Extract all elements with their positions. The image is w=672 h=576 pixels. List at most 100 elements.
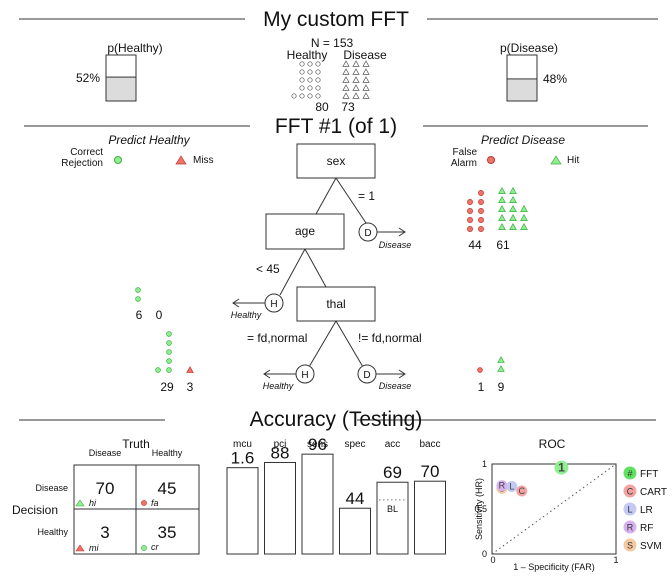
age-miss-count: 0 [156,308,163,322]
node-sex-icon-array [467,186,528,232]
hit-icon [509,195,517,203]
correct-rejection-icon [166,367,172,373]
bar-acc [376,481,409,555]
exit-text-age: Healthy [231,310,262,320]
row-label-healthy: Healthy [37,527,68,537]
hit-icon [520,222,528,230]
healthy-person-icon [299,85,305,91]
bar-sens [301,453,334,555]
roc-xlabel: 1 – Specificity (FAR) [513,562,595,572]
legend-label-lr: LR [640,505,653,516]
disease-person-icon [362,84,370,91]
roc-point-fft [554,460,569,475]
cm-cr-tag: cr [151,542,160,552]
false-alarm-icon [141,500,147,506]
disease-person-icon [362,60,370,67]
healthy-person-icon [291,93,297,99]
bar-value-pci: 88 [271,443,290,462]
healthy-label: Healthy [287,48,328,62]
accuracy-title-bg [166,408,356,432]
roc-xtick-1: 1 [613,555,618,565]
disease-person-icon [342,68,350,75]
healthy-person-icon [307,69,313,75]
p-disease-bar-fill [506,78,538,102]
disease-person-icon [362,68,370,75]
false-alarm-icon [477,367,483,373]
correct-rejection-icon [135,296,141,302]
exit-text-thal-left: Healthy [263,381,294,391]
roc-title: ROC [539,437,566,451]
roc-point-lr [506,481,518,492]
disease-person-icon [352,84,360,91]
disease-person-icon [342,60,350,67]
roc-point-glyph-fft: 1 [558,461,565,475]
healthy-person-icon [307,93,313,99]
legend-hit: Hit [567,155,579,166]
hit-icon [509,222,517,230]
healthy-count: 80 [315,100,329,114]
node-thal [296,286,376,322]
cm-fa-value: 45 [158,479,177,498]
cm-mi-tag: mi [89,543,99,553]
bar-value-acc: 69 [383,463,402,482]
hit-icon [498,204,506,212]
legend-false-alarm-2: Alarm [451,158,477,169]
bar-label-spec: spec [344,439,365,450]
arrow-left-icon [263,369,271,379]
legend-correct-rejection-2: Rejection [61,158,103,169]
legend-glyph-cart: C [627,487,634,497]
age-cr-count: 6 [136,308,143,322]
bar-value-bacc: 70 [421,462,440,481]
miss-icon [75,544,85,552]
hit-icon [520,213,528,221]
baseline-label: BL [387,504,398,514]
sex-exit-label: = 1 [358,189,375,203]
hit-icon [498,195,506,203]
legend-glyph-fft: # [627,469,632,479]
bar-value-mcu: 1.6 [231,449,255,468]
disease-person-icon [342,84,350,91]
healthy-person-icon [299,77,305,83]
branch-sex-right [335,177,367,224]
healthy-person-icon [315,77,321,83]
p-healthy-label: p(Healthy) [107,41,162,55]
population-icon-array [291,60,370,99]
healthy-person-icon [315,93,321,99]
bar-value-sens: 96 [308,435,327,454]
hit-icon [497,356,505,363]
thal-exit-label-right: != fd,normal [358,331,422,345]
cm-cr-value: 35 [158,523,177,542]
legend-glyph-rf: R [627,523,634,533]
thal-hit-count: 9 [498,380,505,394]
disease-person-icon [352,92,360,99]
branch-age-left [279,248,306,296]
node-age [265,213,345,250]
healthy-person-icon [307,61,313,67]
disease-person-icon [342,76,350,83]
roc-point-rf [496,480,508,492]
roc-diagonal [491,463,617,555]
cm-hi-value: 70 [96,479,115,498]
false-alarm-icon [487,156,495,164]
correct-rejection-icon [166,358,172,364]
correct-rejection-icon [166,331,172,337]
false-alarm-icon [467,226,473,232]
legend-swatch-cart [623,484,637,498]
row-label-disease: Disease [35,483,68,493]
cm-mi-value: 3 [100,523,109,542]
col-label-healthy: Healthy [152,448,183,458]
node-thal-label: thal [326,297,345,311]
false-alarm-icon [478,217,484,223]
tree-title: FFT #1 (of 1) [275,115,397,138]
legend-swatch-fft [623,466,637,480]
false-alarm-icon [478,208,484,214]
correct-rejection-icon [114,156,122,164]
thal-exit-label-left: = fd,normal [247,331,307,345]
roc-ytick-1: 1 [482,459,487,469]
legend-miss: Miss [193,155,214,166]
roc-point-glyph-cart: C [519,486,526,496]
legend-swatch-rf [623,520,637,534]
